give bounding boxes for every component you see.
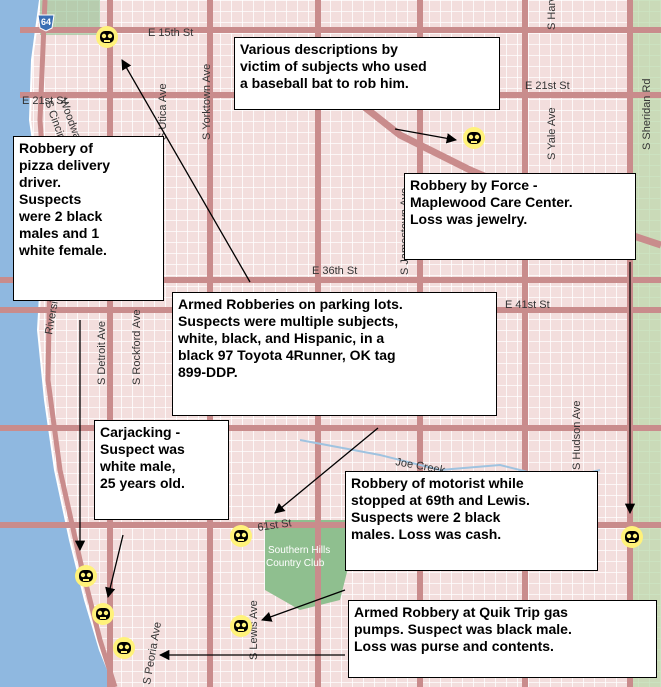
hwy-64-label: 64 [41,17,51,27]
street-label-e36th: E 36th St [312,265,357,277]
southern-hills-park [265,520,350,610]
crime-marker-icon[interactable] [230,615,252,637]
street-label-s-yale: S Yale Ave [546,107,558,160]
crime-marker-icon[interactable] [230,525,252,547]
street-label-s-rockford: S Rockford Ave [131,309,143,385]
arrow-parking-to-61st-marker [274,427,379,514]
street-label-s-yorktown: S Yorktown Ave [201,64,213,140]
arrow-carjack-to-marker [105,534,124,599]
street-label-s-lewis: S Lewis Ave [248,600,260,660]
riverbank [28,0,116,687]
callout-maplewood-robbery: Robbery by Force - Maplewood Care Center… [404,173,636,260]
callout-carjacking: Carjacking - Suspect was white male, 25 … [94,420,229,520]
street-label-e15th: E 15th St [148,27,193,39]
callout-quiktrip-robbery: Armed Robbery at Quik Trip gas pumps. Su… [348,600,657,678]
street-label-e21st-east: E 21st St [525,80,570,92]
street-label-e21st-west: E 21st St [22,95,67,107]
callout-pizza-robbery: Robbery of pizza delivery driver. Suspec… [13,136,164,301]
crime-marker-icon[interactable] [463,127,485,149]
street-label-61st: 61st St [257,517,293,534]
street-label-s-sheridan: S Sheridan Rd [641,78,653,150]
street-label-s-hudson: S Hudson Ave [571,400,583,470]
arrow-parking-to-nw-marker [121,59,251,283]
street-label-s-harvard: S Harvard Ave [546,0,558,30]
highway-shield-64-nw: 64 [37,14,55,32]
crime-marker-icon[interactable] [621,526,643,548]
place-label-southern-hills: Southern Hills [268,545,330,556]
callout-parking-lot-robberies: Armed Robberies on parking lots. Suspect… [172,292,497,416]
arrow-motorist-to-marker [261,589,346,622]
crime-marker-icon[interactable] [92,603,114,625]
place-label-country-club: Country Club [266,558,325,569]
street-label-s-detroit: S Detroit Ave [96,321,108,385]
callout-motorist-robbery: Robbery of motorist while stopped at 69t… [345,471,598,571]
arrow-baseball-to-marker [394,128,458,144]
callout-baseball-robbery: Various descriptions by victim of subjec… [234,37,500,110]
callout-arrows [74,59,636,661]
street-label-e41st: E 41st St [505,299,550,311]
crime-marker-icon[interactable] [113,637,135,659]
crime-marker-icon[interactable] [75,565,97,587]
park-east [630,0,661,687]
crime-marker-icon[interactable] [96,26,118,48]
